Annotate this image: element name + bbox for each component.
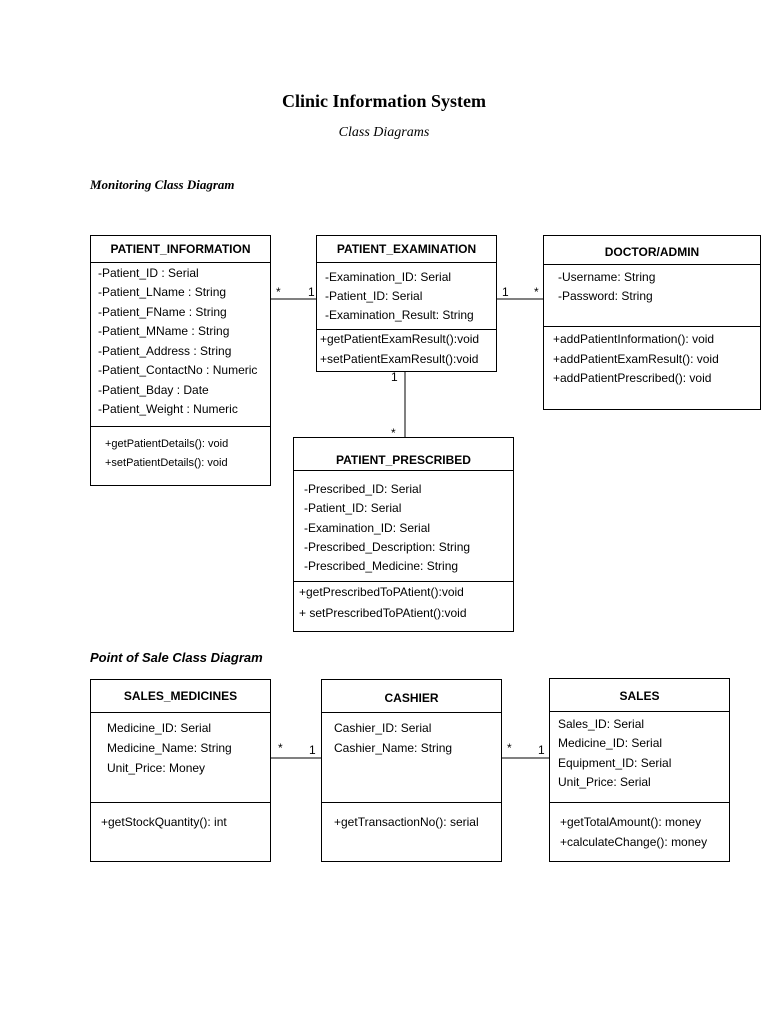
divider xyxy=(91,426,270,427)
method: +getPatientExamResult():void xyxy=(320,332,480,346)
attribute: -Patient_FName : String xyxy=(98,305,227,319)
class-sales-medicines: SALES_MEDICINES Medicine_ID: Serial Medi… xyxy=(90,679,271,862)
divider xyxy=(550,711,729,712)
multiplicity-exam-prescribed-many: * xyxy=(391,426,396,440)
document-subtitle: Class Diagrams xyxy=(338,125,430,140)
divider xyxy=(322,712,501,713)
class-name: SALES_MEDICINES xyxy=(123,689,238,703)
divider xyxy=(294,581,513,582)
class-name: CASHIER xyxy=(384,691,439,705)
method: +calculateChange(): money xyxy=(560,835,708,849)
method: +addPatientExamResult(): void xyxy=(553,352,719,366)
attribute: -Examination_Result: String xyxy=(325,308,474,322)
divider xyxy=(317,329,496,330)
attribute: -Prescribed_ID: Serial xyxy=(304,482,422,496)
attribute: Sales_ID: Serial xyxy=(558,717,645,731)
attribute: -Patient_Address : String xyxy=(98,344,232,358)
divider xyxy=(294,470,513,471)
divider xyxy=(544,264,760,265)
class-name: PATIENT_INFORMATION xyxy=(110,242,251,256)
attribute: Medicine_ID: Serial xyxy=(558,736,663,750)
attribute: -Username: String xyxy=(558,270,656,284)
multiplicity-info-exam-many: * xyxy=(276,285,281,299)
divider xyxy=(91,802,270,803)
attribute: -Patient_Bday : Date xyxy=(98,383,209,397)
attribute: Equipment_ID: Serial xyxy=(558,756,672,770)
class-name: SALES xyxy=(619,689,660,703)
class-sales: SALES Sales_ID: Serial Medicine_ID: Seri… xyxy=(549,678,730,862)
multiplicity-exam-prescribed-one: 1 xyxy=(391,370,398,384)
class-name: PATIENT_PRESCRIBED xyxy=(336,453,471,467)
attribute: -Patient_LName : String xyxy=(98,285,227,299)
attribute: Unit_Price: Serial xyxy=(558,775,651,789)
attribute: -Patient_ContactNo : Numeric xyxy=(98,363,258,377)
attribute: -Patient_ID : Serial xyxy=(98,266,199,280)
method: +getPrescribedToPAtient():void xyxy=(299,585,464,599)
multiplicity-cashier-sales-many: * xyxy=(507,741,512,755)
method: +setPatientDetails(): void xyxy=(105,457,228,469)
method: +setPatientExamResult():void xyxy=(320,352,479,366)
document-title: Clinic Information System xyxy=(282,91,486,111)
method: +addPatientPrescribed(): void xyxy=(553,371,712,385)
attribute: -Prescribed_Description: String xyxy=(304,540,471,554)
class-patient-information: PATIENT_INFORMATION -Patient_ID : Serial… xyxy=(90,235,271,486)
attribute: Medicine_Name: String xyxy=(107,741,232,755)
class-patient-examination: PATIENT_EXAMINATION -Examination_ID: Ser… xyxy=(316,235,497,372)
attribute: Cashier_ID: Serial xyxy=(334,721,432,735)
multiplicity-salesmed-cashier-one: 1 xyxy=(309,743,316,757)
method: +getTotalAmount(): money xyxy=(560,815,702,829)
attribute: Cashier_Name: String xyxy=(334,741,453,755)
method: +getStockQuantity(): int xyxy=(101,815,227,829)
divider xyxy=(317,262,496,263)
class-cashier: CASHIER Cashier_ID: Serial Cashier_Name:… xyxy=(321,679,502,862)
multiplicity-salesmed-cashier-many: * xyxy=(278,741,283,755)
method: +getTransactionNo(): serial xyxy=(334,815,479,829)
attribute: -Examination_ID: Serial xyxy=(304,521,431,535)
attribute: -Password: String xyxy=(558,289,653,303)
attribute: -Examination_ID: Serial xyxy=(325,270,452,284)
method: +addPatientInformation(): void xyxy=(553,332,715,346)
class-name: DOCTOR/ADMIN xyxy=(604,245,700,259)
class-name: PATIENT_EXAMINATION xyxy=(336,242,477,256)
multiplicity-exam-doctor-one: 1 xyxy=(502,285,509,299)
class-doctor-admin: DOCTOR/ADMIN -Username: String -Password… xyxy=(543,235,761,410)
attribute: -Patient_ID: Serial xyxy=(304,501,402,515)
attribute: -Patient_Weight : Numeric xyxy=(98,402,238,416)
class-patient-prescribed: PATIENT_PRESCRIBED -Prescribed_ID: Seria… xyxy=(293,437,514,632)
multiplicity-cashier-sales-one: 1 xyxy=(538,743,545,757)
method: +getPatientDetails(): void xyxy=(105,438,229,450)
attribute: -Patient_MName : String xyxy=(98,324,230,338)
divider xyxy=(550,802,729,803)
attribute: -Patient_ID: Serial xyxy=(325,289,423,303)
multiplicity-info-exam-one: 1 xyxy=(308,285,315,299)
attribute: -Prescribed_Medicine: String xyxy=(304,559,459,573)
section-heading-monitoring: Monitoring Class Diagram xyxy=(90,177,235,192)
divider xyxy=(544,326,760,327)
method: + setPrescribedToPAtient():void xyxy=(299,606,467,620)
divider xyxy=(322,802,501,803)
multiplicity-exam-doctor-many: * xyxy=(534,285,539,299)
section-heading-point-of-sale: Point of Sale Class Diagram xyxy=(90,650,263,665)
attribute: Unit_Price: Money xyxy=(107,761,206,775)
divider xyxy=(91,262,270,263)
divider xyxy=(91,712,270,713)
attribute: Medicine_ID: Serial xyxy=(107,721,212,735)
